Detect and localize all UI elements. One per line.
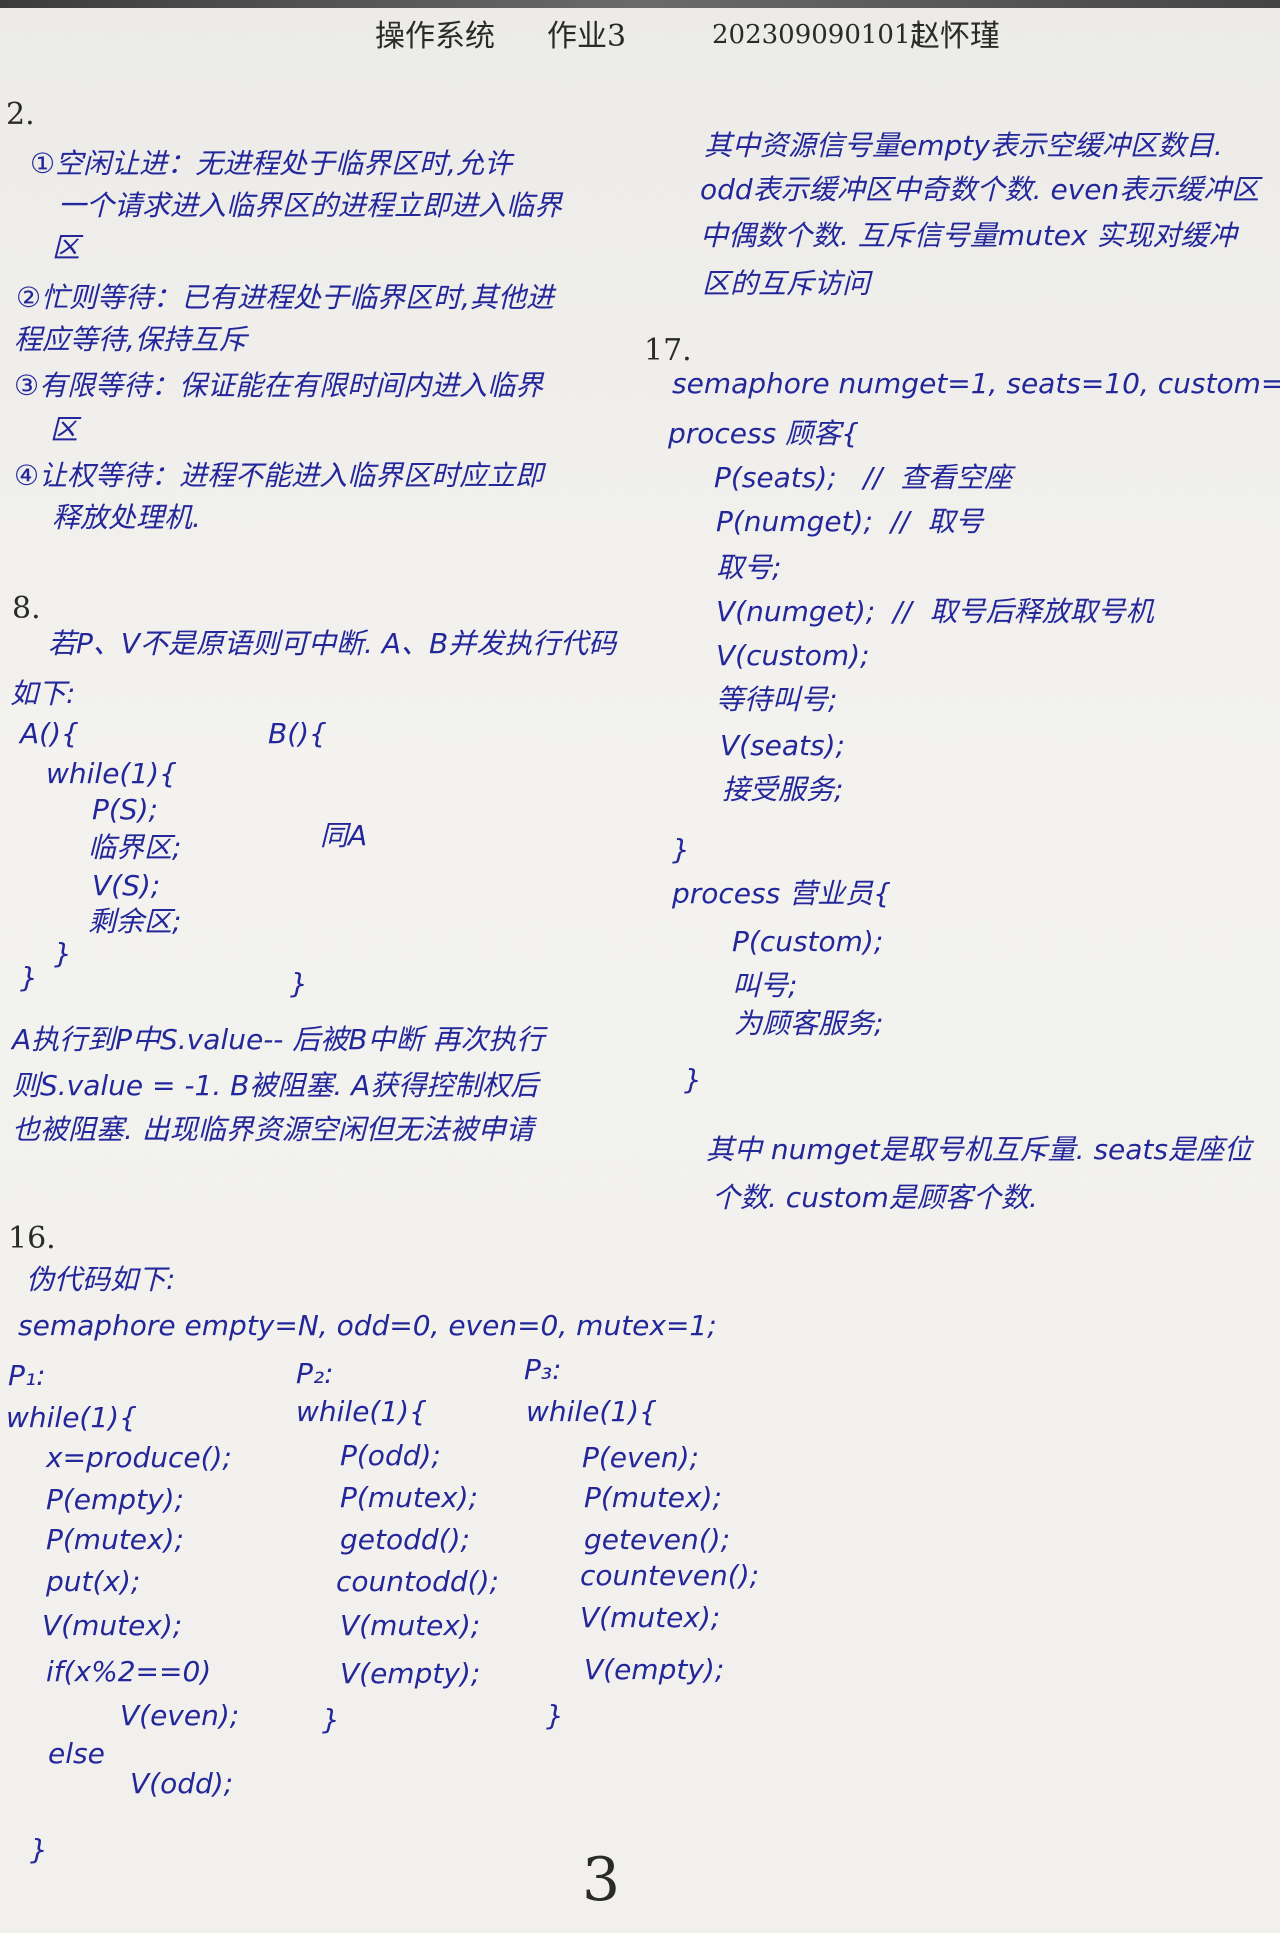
code-line: P(custom); [732,925,884,958]
code-line: V(numget); // 取号后释放取号机 [716,595,1154,628]
code-line: 取号; [716,551,782,584]
code-line: put(x); [46,1565,141,1598]
q16-intro: 伪代码如下: [26,1263,176,1296]
code-line: 等待叫号; [716,683,838,716]
code-line: } [20,961,38,994]
code-line: } [672,833,690,866]
q2-line: 一个请求进入临界区的进程立即进入临界 [58,189,563,222]
code-line: while(1){ [296,1395,427,1428]
code-line: P(numget); // 取号 [716,505,984,538]
q17-number: 17. [644,333,692,368]
code-line: while(1){ [46,757,177,790]
q8-explanation-line: 也被阻塞. 出现临界资源空闲但无法被申请 [12,1113,534,1146]
photo-top-edge [0,0,1280,8]
q8-number: 8. [12,591,41,626]
code-line: countodd(); [336,1565,499,1598]
q2-line: ②忙则等待：已有进程处于临界区时,其他进 [16,281,555,314]
code-line: 叫号; [732,969,798,1002]
code-line: 剩余区; [88,905,182,938]
code-line: P(mutex); [584,1481,722,1514]
code-line: process 营业员{ [672,877,891,910]
code-line: 同A [320,819,368,852]
q8-intro-line: 如下: [10,677,76,710]
q2-line: 释放处理机. [52,501,201,534]
q16-semaphore: semaphore empty=N, odd=0, even=0, mutex=… [18,1309,717,1342]
q2-line: ①空闲让进：无进程处于临界区时,允许 [30,147,513,180]
header-student-name: 赵怀瑾 [910,19,1000,54]
q8-explanation-line: 则S.value = -1. B被阻塞. A获得控制权后 [12,1069,539,1102]
q8-intro-line: 若P、V不是原语则可中断. A、B并发执行代码 [48,627,617,660]
q2-number: 2. [6,97,35,132]
code-line: V(odd); [130,1767,234,1800]
code-line: V(empty); [340,1657,481,1690]
code-line: process 顾客{ [668,417,859,450]
q17-semaphore: semaphore numget=1, seats=10, custom=0; [672,367,1280,400]
code-line: P(S); [92,793,158,826]
code-line: while(1){ [526,1395,657,1428]
code-line: getodd(); [340,1523,470,1556]
code-line: x=produce(); [46,1441,232,1474]
code-line: while(1){ [6,1401,137,1434]
code-line: V(S); [92,869,161,902]
q17-explanation-line: 个数. custom是顾客个数. [712,1181,1038,1214]
code-line: } [546,1699,564,1732]
header-student-id: 2023090901011 [712,20,928,50]
q2-line: ③有限等待：保证能在有限时间内进入临界 [14,369,544,402]
code-line: V(seats); [720,729,845,762]
q2-line: ④让权等待：进程不能进入临界区时应立即 [14,459,544,492]
code-line: V(mutex); [42,1609,183,1642]
code-line: P(even); [582,1441,699,1474]
code-line: } [30,1833,48,1866]
code-line: geteven(); [584,1523,731,1556]
code-line: } [322,1703,340,1736]
code-line: P(seats); // 查看空座 [714,461,1013,494]
code-line: V(mutex); [340,1609,481,1642]
q16-explanation-line: 其中资源信号量empty表示空缓冲区数目. [704,129,1223,162]
page-number: 3 [582,1845,621,1915]
code-line: V(custom); [716,639,870,672]
q2-line: 区 [52,231,81,264]
code-line: P₃: [524,1353,562,1386]
code-line: if(x%2==0) [46,1655,212,1688]
code-line: V(empty); [584,1653,725,1686]
code-line: P(odd); [340,1439,441,1472]
q16-number: 16. [8,1221,56,1256]
code-line: } [290,967,308,1000]
code-line: P₁: [8,1359,46,1392]
code-line: P(empty); [46,1483,184,1516]
q17-explanation-line: 其中 numget是取号机互斥量. seats是座位 [706,1133,1252,1166]
code-line: } [684,1063,702,1096]
q2-line: 程应等待,保持互斥 [14,323,247,356]
q16-explanation-line: 区的互斥访问 [702,267,871,300]
code-line: counteven(); [580,1559,760,1592]
header-assignment: 作业3 [547,19,627,54]
code-line: 为顾客服务; [734,1007,884,1040]
header-course: 操作系统 [375,19,495,54]
code-line: else [48,1737,105,1770]
code-line: 临界区; [88,831,182,864]
code-line: A(){ [20,717,79,750]
code-line: } [54,937,72,970]
code-line: V(even); [120,1699,240,1732]
code-line: 接受服务; [722,773,844,806]
q2-line: 区 [50,413,79,446]
q16-explanation-line: 中偶数个数. 互斥信号量mutex 实现对缓冲 [700,219,1237,252]
q8-explanation-line: A执行到P中S.value-- 后被B中断 再次执行 [12,1023,545,1056]
code-line: B(){ [268,717,327,750]
q16-explanation-line: odd表示缓冲区中奇数个数. even表示缓冲区 [700,173,1260,206]
code-line: V(mutex); [580,1601,721,1634]
code-line: P(mutex); [46,1523,184,1556]
code-line: P₂: [296,1357,334,1390]
code-line: P(mutex); [340,1481,478,1514]
